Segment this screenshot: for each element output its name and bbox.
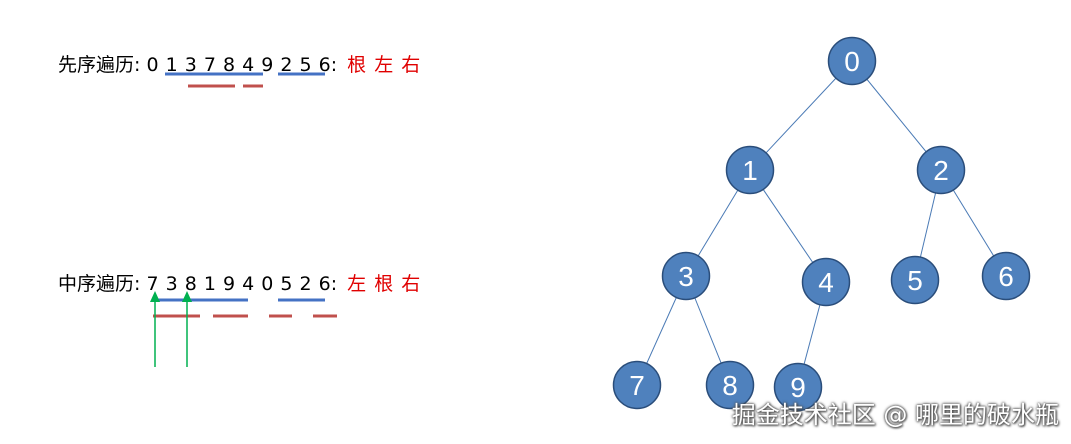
preorder-label: 先序遍历:	[58, 54, 141, 76]
tree-node-1: 1	[725, 145, 775, 195]
tree-node-6: 6	[981, 251, 1031, 301]
watermark: 掘金技术社区 @ 哪里的破水瓶	[731, 401, 1059, 429]
preorder-line: 先序遍历: 0 1 3 7 8 4 9 2 5 6: 根 左 右	[58, 50, 420, 77]
tree-nodes: 0 1 2 3 4 5 6 7 8 9	[612, 36, 1031, 412]
inorder-order: 左 根 右	[347, 273, 421, 295]
tree-node-label: 8	[722, 370, 738, 401]
tree-node-circle	[981, 251, 1031, 301]
green-arrowhead-1	[150, 291, 160, 302]
green-arrows	[150, 291, 192, 367]
tree-node-9: 9	[773, 362, 823, 412]
green-arrowhead-2	[182, 291, 192, 302]
tree-node-circle	[661, 251, 711, 301]
inorder-label: 中序遍历:	[58, 273, 141, 295]
tree-node-circle	[801, 257, 851, 307]
tree-node-label: 6	[998, 261, 1014, 292]
tree-edges	[636, 60, 1007, 388]
inorder-sequence: 7 3 8 1 9 4 0 5 2 6:	[146, 273, 338, 295]
inorder-underlines	[153, 298, 337, 318]
tree-edge-0-1	[749, 60, 853, 171]
tree-node-label: 1	[742, 155, 758, 186]
tree-node-circle	[890, 255, 940, 305]
preorder-underlines	[165, 72, 325, 88]
inorder-line: 中序遍历: 7 3 8 1 9 4 0 5 2 6: 左 根 右	[58, 269, 420, 296]
tree-node-circle	[725, 145, 775, 195]
tree-node-5: 5	[890, 255, 940, 305]
tree-node-label: 0	[844, 46, 860, 77]
tree-node-circle	[705, 360, 755, 410]
tree-node-label: 7	[629, 370, 645, 401]
tree-node-7: 7	[612, 360, 662, 410]
tree-node-label: 4	[818, 267, 834, 298]
tree-node-circle	[827, 36, 877, 86]
tree-node-4: 4	[801, 257, 851, 307]
tree-node-label: 9	[790, 372, 806, 403]
tree-node-label: 2	[933, 155, 949, 186]
preorder-sequence: 0 1 3 7 8 4 9 2 5 6:	[146, 54, 338, 76]
tree-node-2: 2	[916, 145, 966, 195]
tree-node-label: 5	[907, 265, 923, 296]
tree-node-circle	[612, 360, 662, 410]
tree-node-circle	[916, 145, 966, 195]
tree-node-8: 8	[705, 360, 755, 410]
tree-node-circle	[773, 362, 823, 412]
preorder-order: 根 左 右	[347, 54, 421, 76]
tree-node-label: 3	[678, 261, 694, 292]
tree-node-0: 0	[827, 36, 877, 86]
tree-node-3: 3	[661, 251, 711, 301]
